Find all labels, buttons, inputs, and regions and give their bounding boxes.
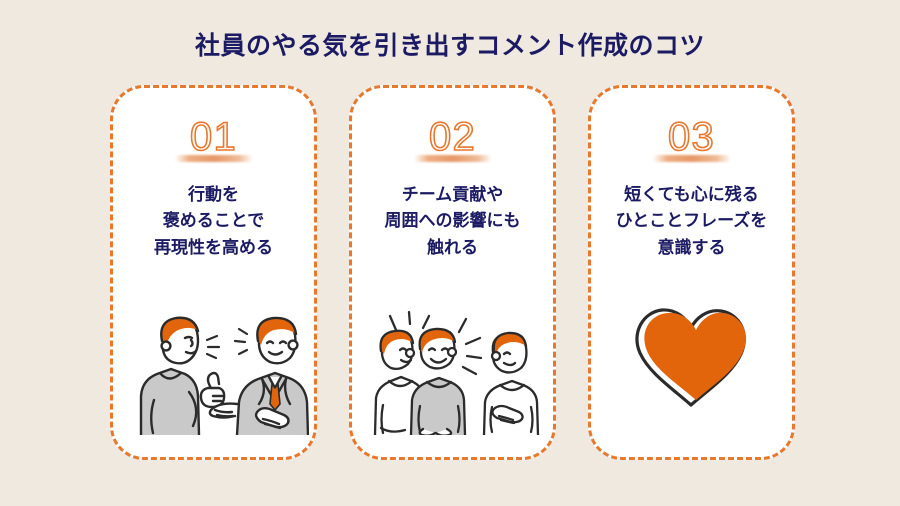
page-title: 社員のやる気を引き出すコメント作成のコツ [194,32,705,60]
step-number-badge-01: 01 [174,114,253,162]
step-number-underline [174,155,253,162]
step-card-03: 03 短くても心に残る ひとことフレーズを 意識する [588,85,795,460]
three-people-team-illustration [352,310,553,435]
step-description-02: チーム貢献や 周囲への影響にも 触れる [384,185,521,257]
step-card-02: 02 チーム貢献や 周囲への影響にも 触れる [349,85,556,460]
step-number-badge-02: 02 [413,114,492,162]
heart-fill [644,312,746,400]
step-number-underline [652,155,731,162]
step-card-01: 01 行動を 褒めることで 再現性を高める [110,85,317,460]
step-description-01: 行動を 褒めることで 再現性を高める [154,185,273,257]
step-description-03: 短くても心に残る ひとことフレーズを 意識する [615,185,768,257]
step-number-03: 03 [667,115,715,159]
step-number-badge-03: 03 [652,114,731,162]
step-number-01: 01 [189,115,237,159]
two-people-praising-illustration [113,300,314,435]
heart-illustration [591,299,792,411]
step-number-underline [413,155,492,162]
cards-container: 01 行動を 褒めることで 再現性を高める [110,85,795,460]
step-number-02: 02 [428,115,476,159]
